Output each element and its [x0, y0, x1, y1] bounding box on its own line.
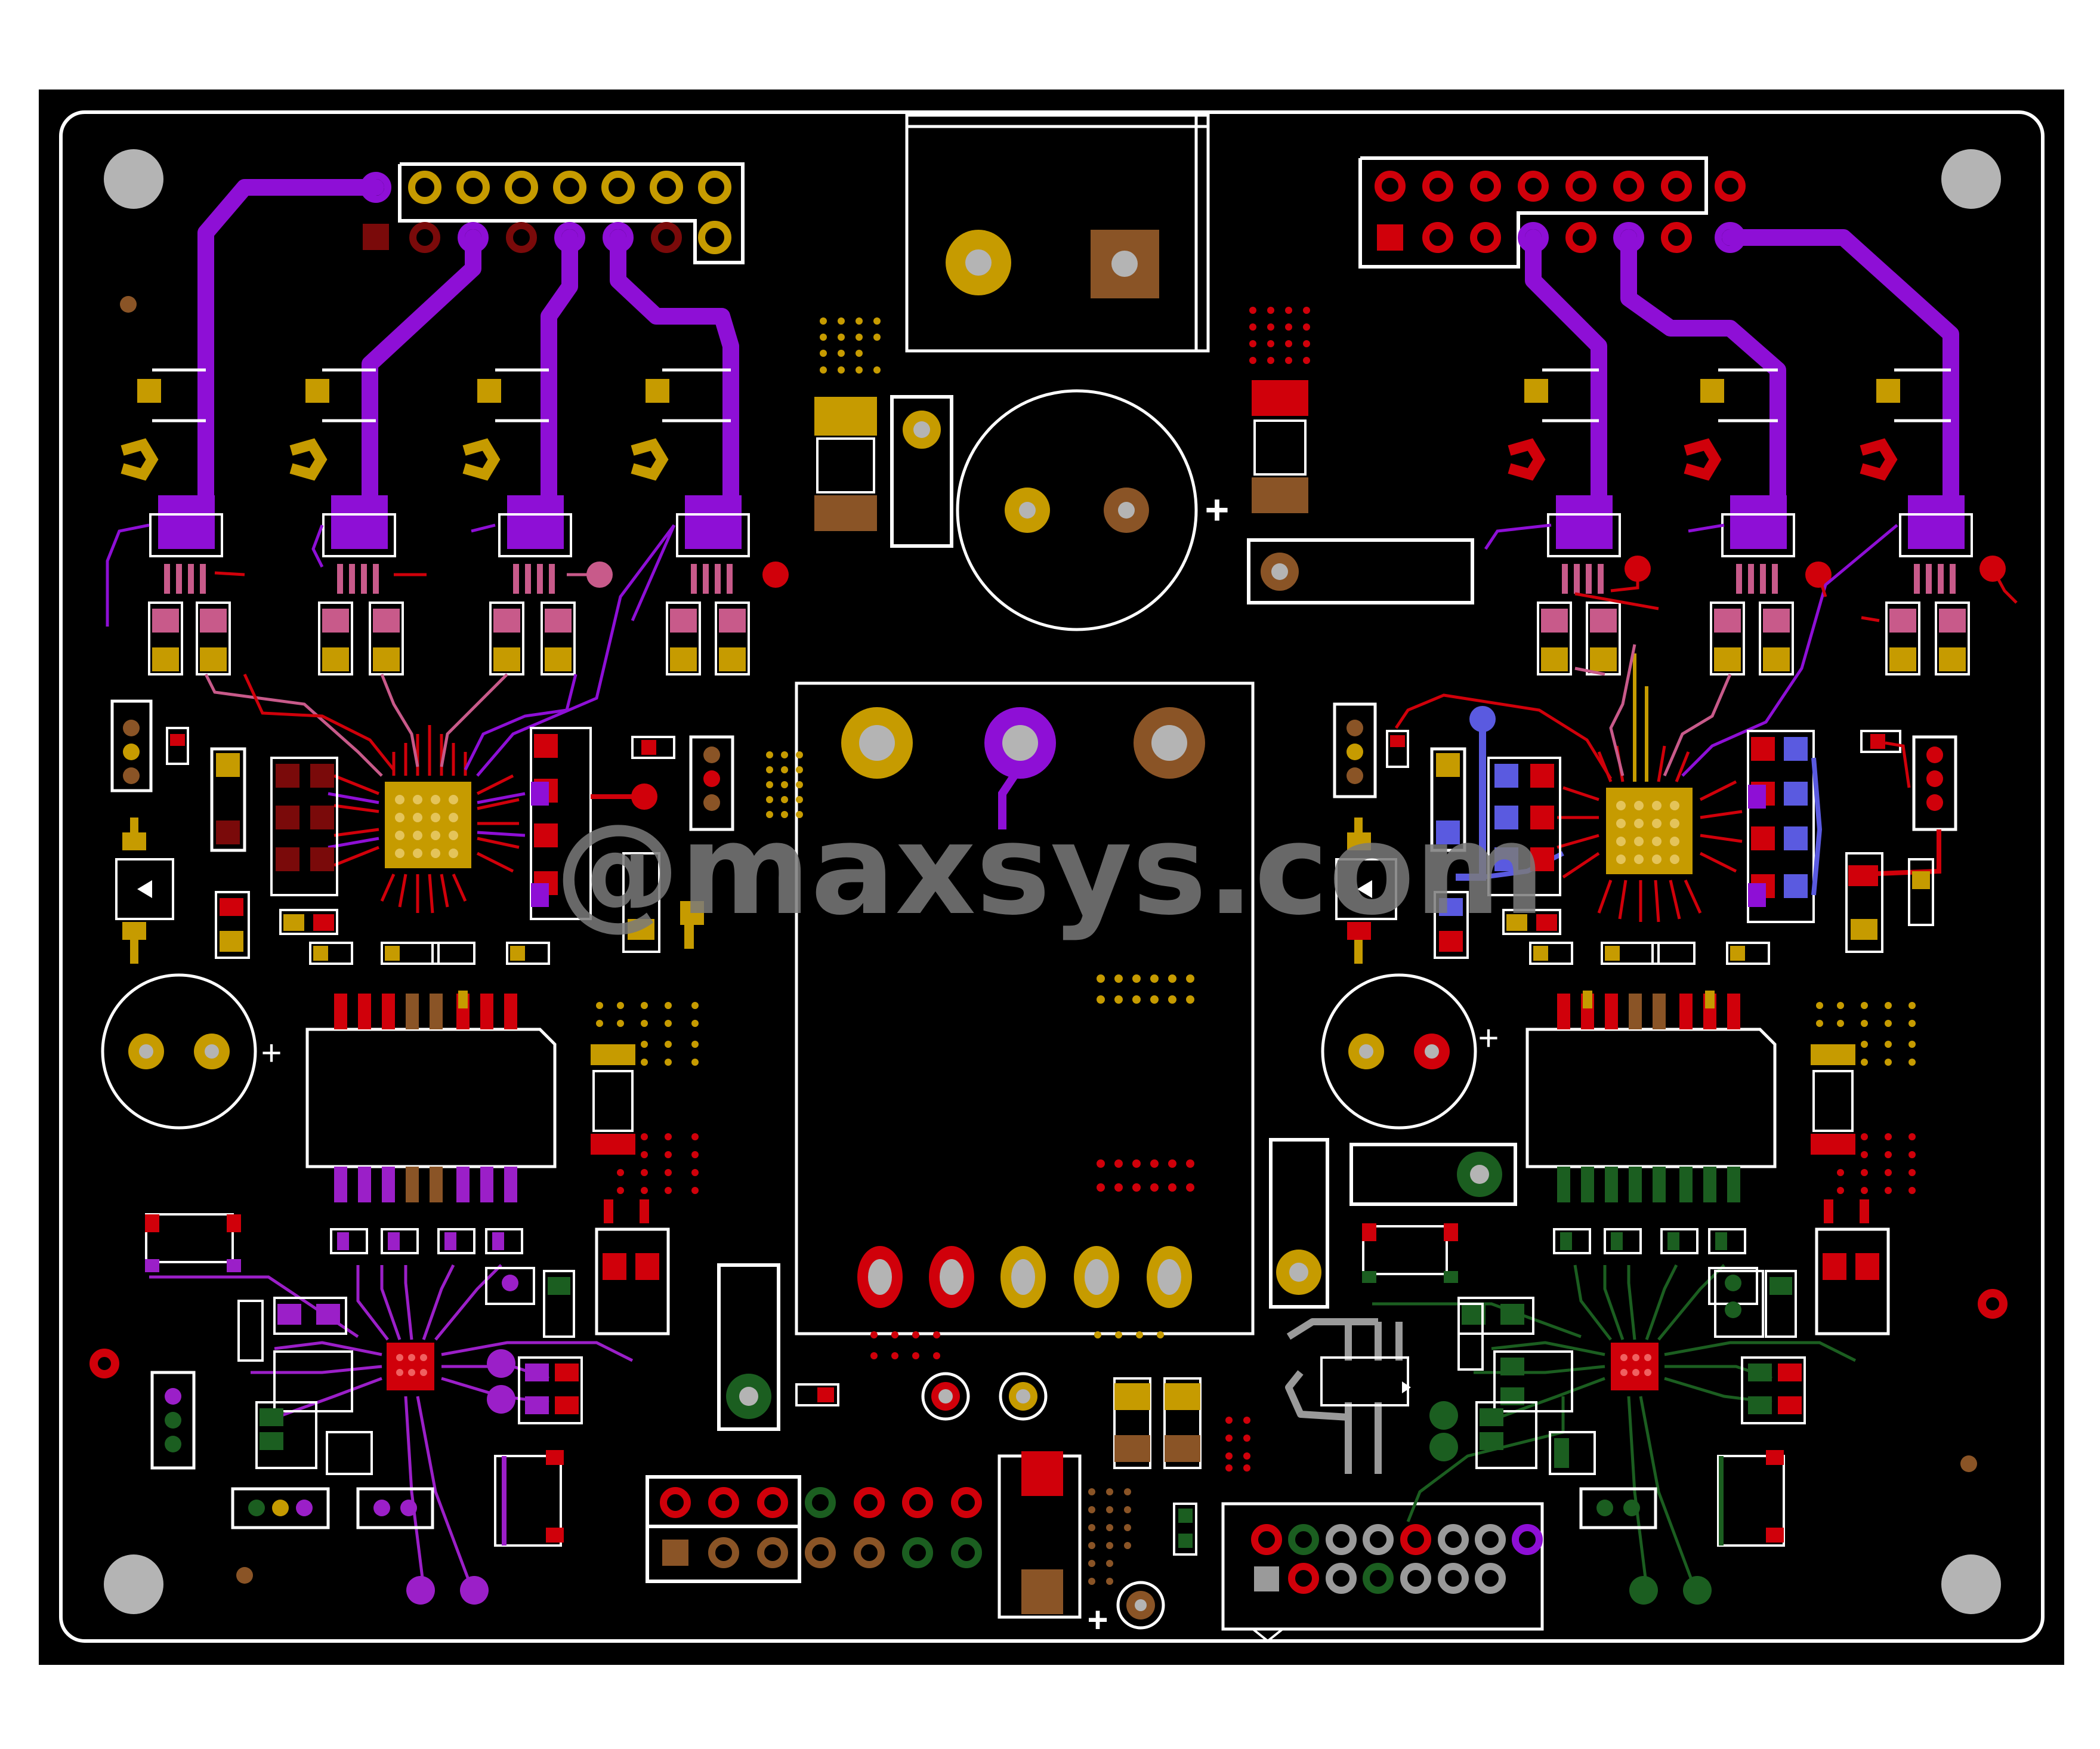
- mcu-left: [328, 725, 526, 914]
- mounting-holes: [104, 149, 2001, 1614]
- channel-column-right-1: [1508, 368, 1651, 675]
- left-bottom-region: [145, 1199, 670, 1605]
- vias-small: [120, 296, 1977, 1584]
- channel-column-left-2: [289, 368, 404, 675]
- driver-ic-right: [1525, 991, 1777, 1202]
- cap-tantalum-right: [1249, 307, 1310, 513]
- channel-column-right-3: [1860, 368, 2006, 675]
- channel-column-left-1: [121, 368, 231, 675]
- header-bottom-right: [1173, 1502, 1544, 1643]
- power-jack: [905, 113, 1210, 353]
- board-outline: [59, 110, 2045, 1643]
- electrolytic-capacitor-left: +: [101, 973, 282, 1130]
- polarity-mark: +: [1478, 1018, 1499, 1058]
- header-bottom-left: [646, 1475, 982, 1583]
- right-bottom-region: [1372, 1199, 1890, 1605]
- mounting-hole: [1941, 1554, 2001, 1614]
- mounting-hole: [104, 149, 163, 209]
- electrolytic-capacitor-right: +: [1321, 973, 1499, 1130]
- header-top-left: [360, 162, 745, 264]
- center-bottom-components: [717, 1263, 1250, 1472]
- mcu-right: [1557, 653, 1743, 923]
- jumper-right-top: [1247, 538, 1474, 604]
- channel-column-right-2: [1684, 368, 1832, 675]
- watermark: @maxsys.com: [555, 797, 1545, 943]
- right-mid-components: [1333, 702, 1957, 965]
- module-pins-bottom: [857, 1246, 1192, 1308]
- vias-red: [89, 1289, 2008, 1378]
- traces-left-mcu: [106, 523, 676, 777]
- electrolytic-capacitor-large: +: [956, 389, 1230, 631]
- polarity-mark: +: [261, 1033, 282, 1073]
- right-cap-stack: [1811, 1002, 1916, 1194]
- mounting-hole: [1941, 149, 2001, 209]
- polarity-mark: +: [1205, 486, 1230, 533]
- regulator-small: [890, 395, 953, 548]
- channel-column-left-4: [631, 368, 789, 675]
- channel-column-left-3: [462, 368, 613, 675]
- center-module: [766, 681, 1255, 1335]
- traces-right-mcu: [1394, 523, 2018, 780]
- left-mid-components: [110, 699, 734, 965]
- driver-ic-left: [305, 991, 557, 1202]
- ic-soic-center-right: [1269, 1138, 1517, 1474]
- bottom-cap-tantalum: +: [998, 1451, 1165, 1640]
- polarity-mark: +: [1087, 1600, 1108, 1640]
- mounting-hole: [104, 1554, 163, 1614]
- left-cap-stack: [591, 1002, 699, 1194]
- cap-tantalum-left: [814, 317, 881, 531]
